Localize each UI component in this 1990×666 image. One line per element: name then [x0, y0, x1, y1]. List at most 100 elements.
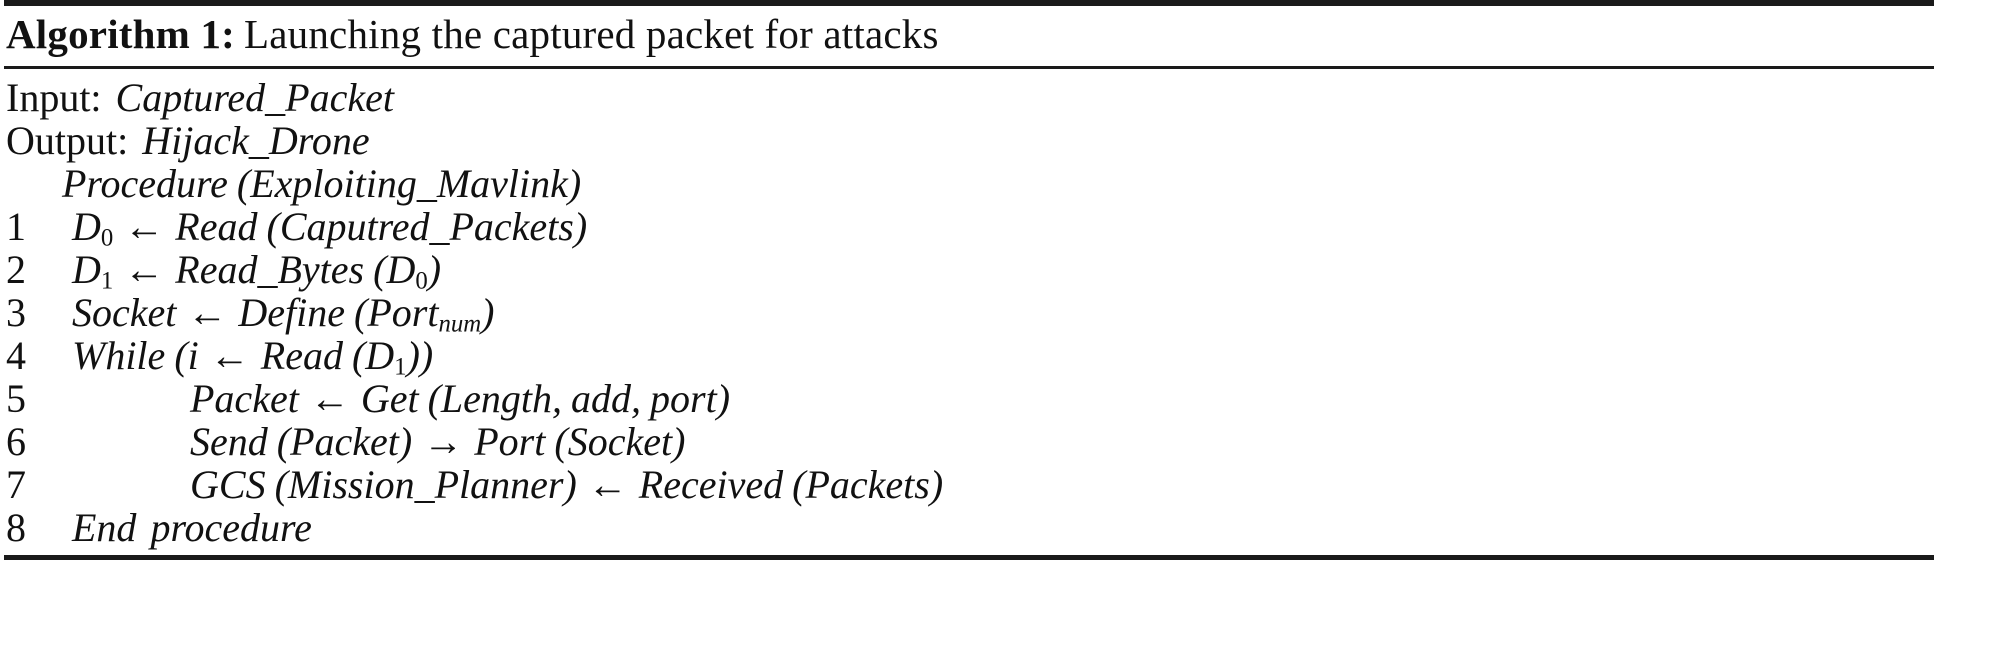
line2-args-open: ( — [373, 247, 387, 292]
line7-assign-arrow: ← — [587, 462, 628, 507]
line4-args: D — [365, 333, 395, 378]
caption-rule — [4, 66, 1934, 69]
line-content: GCS(Mission_Planner)←Received(Packets) — [190, 463, 943, 506]
line-number: 6 — [6, 419, 26, 464]
line1-lhs: D — [72, 204, 101, 249]
line-content: D1←Read_Bytes(D0) — [72, 247, 442, 295]
input-content: Input:Captured_Packet — [6, 76, 394, 119]
line2-lhs: D — [72, 247, 101, 292]
line6-function2: Port — [474, 419, 546, 464]
line4-var: i — [187, 333, 199, 378]
line5-comma2: , — [631, 376, 642, 421]
algorithm-line: 2 D1←Read_Bytes(D0) — [0, 247, 1990, 295]
line5-arg1: Length — [440, 376, 553, 421]
line1-assign-arrow: ← — [124, 204, 165, 249]
algorithm-body: Input:Captured_Packet Output: Hijack_Dron… — [0, 69, 1990, 553]
line-content: D0←Read(Caputred_Packets) — [72, 204, 588, 252]
algorithm-line: 6 Send(Packet)→Port(Socket) — [0, 420, 1990, 463]
line8-keyword: End — [72, 505, 137, 550]
line4-keyword: While — [72, 333, 166, 378]
line-content: While(i←Read(D1)) — [72, 333, 434, 381]
line4-assign-arrow: ← — [209, 333, 250, 378]
line5-args-open: ( — [427, 376, 441, 421]
line3-args-close: ) — [481, 290, 495, 335]
line-content: Send(Packet)→Port(Socket) — [190, 420, 685, 463]
line7-args2: Packets — [805, 462, 930, 507]
line7-args: Mission_Planner — [287, 462, 564, 507]
line4-close-paren: ) — [419, 333, 434, 378]
line2-function: Read_Bytes — [175, 247, 365, 292]
line1-args: Caputred_Packets — [279, 204, 574, 249]
line4-args-subscript: 1 — [394, 353, 407, 381]
line-number: 3 — [6, 290, 26, 335]
line2-args-close: ) — [427, 247, 442, 292]
line2-assign-arrow: ← — [124, 247, 165, 292]
line7-function2: Received — [638, 462, 784, 507]
line2-args-subscript: 0 — [415, 267, 428, 295]
algorithm-line: 5 Packet←Get(Length,add,port) — [0, 377, 1990, 420]
line-content: Socket←Define(Portnum) — [72, 290, 495, 338]
input-line: Input:Captured_Packet — [0, 76, 1990, 119]
line2-lhs-subscript: 1 — [100, 267, 114, 295]
output-value: Hijack_Drone — [142, 118, 370, 163]
line6-send-arrow: → — [423, 419, 464, 464]
line-content: End procedure — [72, 506, 312, 549]
line-number: 4 — [6, 333, 26, 378]
line8-word: procedure — [150, 505, 312, 550]
line1-lhs-subscript: 0 — [100, 224, 114, 252]
algorithm-line: 4 While(i←Read(D1)) — [0, 333, 1990, 381]
output-content: Output: Hijack_Drone — [6, 119, 370, 162]
caption-text: Launching the captured packet for attack… — [244, 11, 939, 57]
caption-label: Algorithm 1: — [6, 11, 236, 57]
line5-comma1: , — [552, 376, 563, 421]
line4-args-close: ) — [406, 333, 420, 378]
procedure-open-paren: ( — [236, 161, 251, 206]
line7-args2-close: ) — [929, 462, 944, 507]
line-number: 8 — [6, 505, 26, 550]
line4-function: Read — [260, 333, 343, 378]
input-value: Captured_Packet — [115, 75, 394, 120]
line5-args-close: ) — [716, 376, 731, 421]
procedure-name: Exploiting_Mavlink — [250, 161, 568, 206]
line4-open-paren: ( — [174, 333, 188, 378]
output-label: Output: — [6, 118, 129, 163]
line6-args-open: ( — [276, 419, 291, 464]
line6-args2-open: ( — [554, 419, 568, 464]
line4-args-open: ( — [351, 333, 366, 378]
line6-function: Send — [190, 419, 268, 464]
line5-function: Get — [360, 376, 419, 421]
line-number: 1 — [6, 204, 26, 249]
bottom-rule — [4, 555, 1934, 560]
line6-args2-close: ) — [672, 419, 686, 464]
line6-args-close: ) — [398, 419, 413, 464]
algorithm-block: Algorithm 1:Launching the captured packe… — [0, 0, 1990, 560]
line3-function: Define — [238, 290, 345, 335]
line7-args2-open: ( — [792, 462, 806, 507]
line7-function: GCS — [190, 462, 266, 507]
line7-args-open: ( — [274, 462, 288, 507]
algorithm-line: 1 D0←Read(Caputred_Packets) — [0, 204, 1990, 252]
algorithm-line: 3 Socket←Define(Portnum) — [0, 290, 1990, 338]
top-rule — [4, 0, 1934, 6]
procedure-keyword: Procedure — [62, 161, 228, 206]
line2-args: D — [386, 247, 416, 292]
line3-assign-arrow: ← — [187, 290, 228, 335]
algorithm-caption: Algorithm 1:Launching the captured packe… — [0, 6, 1990, 63]
line6-args: Packet — [290, 419, 399, 464]
line5-lhs: Packet — [190, 376, 299, 421]
line3-args-subscript: num — [438, 310, 482, 338]
line1-function: Read — [175, 204, 258, 249]
output-line: Output: Hijack_Drone — [0, 119, 1990, 162]
procedure-line: Procedure(Exploiting_Mavlink) — [0, 162, 1990, 205]
line-number: 7 — [6, 462, 26, 507]
line1-args-close: ) — [573, 204, 588, 249]
algorithm-line: 8 End procedure — [0, 506, 1990, 549]
line7-args-close: ) — [563, 462, 577, 507]
line5-assign-arrow: ← — [309, 376, 350, 421]
line5-arg3: port — [650, 376, 717, 421]
algorithm-line: 7 GCS(Mission_Planner)←Received(Packets) — [0, 463, 1990, 506]
line5-arg2: add — [571, 376, 632, 421]
line-number: 2 — [6, 247, 26, 292]
procedure-content: Procedure(Exploiting_Mavlink) — [62, 162, 581, 205]
line-content: Packet←Get(Length,add,port) — [190, 377, 730, 420]
